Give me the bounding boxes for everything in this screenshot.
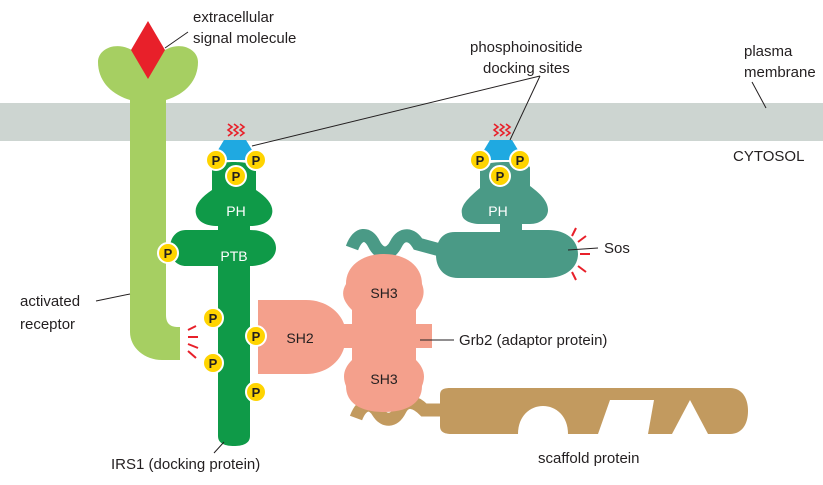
irs1-protein [170,162,276,446]
phospho-label-line1: phosphoinositide [470,39,583,56]
phospho-label-line2: docking sites [483,60,570,77]
phosphate-group: P [205,149,227,171]
svg-text:P: P [252,385,261,400]
cytosol-label: CYTOSOL [733,148,804,165]
svg-text:P: P [209,311,218,326]
docking-site-right [484,123,518,160]
phosphoinositide-right [484,140,518,160]
grb2-label: Grb2 (adaptor protein) [459,332,607,349]
signal-label-line1: extracellular [193,9,274,26]
sos-leader [567,247,599,251]
phosphate-group: P [225,165,247,187]
svg-text:P: P [232,169,241,184]
membrane-label-line1: plasma [744,43,793,60]
ph-right-label: PH [488,203,507,219]
signal-label-line2: signal molecule [193,30,296,47]
sh2-label: SH2 [286,330,313,346]
phosphate-group: P [469,149,491,171]
sh3-bottom-label: SH3 [370,371,397,387]
sos-protein [436,162,578,278]
grb2-protein [258,254,432,412]
phosphate-group: P [245,325,267,347]
svg-text:P: P [164,246,173,261]
svg-text:P: P [212,153,221,168]
scaffold-notch-round [518,406,568,434]
svg-text:P: P [516,153,525,168]
phosphate-group: P [489,165,511,187]
signal-leader [164,31,189,49]
svg-text:P: P [252,153,261,168]
lipid-chains-right [492,123,512,137]
receptor-label-line1: activated [20,293,80,310]
phosphate-group: P [202,307,224,329]
receptor-leader [95,293,131,302]
sh3-top-label: SH3 [370,285,397,301]
phosphate-group: P [509,149,531,171]
scaffold-notch-trapezoid [598,400,654,434]
svg-text:P: P [496,169,505,184]
receptor-tick-marks [187,325,199,359]
phosphate-group: P [245,149,267,171]
svg-text:P: P [252,329,261,344]
sos-label: Sos [604,240,630,257]
phosphoinositide-left [218,140,252,160]
receptor-label-line2: receptor [20,316,75,333]
membrane-leader [751,81,767,109]
scaffold-protein [440,388,748,434]
scaffold-label: scaffold protein [538,450,639,467]
sos-tick-marks [571,227,590,281]
plasma-membrane [0,103,823,141]
svg-text:P: P [209,356,218,371]
scaffold-notch-triangle [672,400,708,434]
docking-site-left [218,123,252,160]
ptb-label: PTB [220,248,247,264]
irs1-label: IRS1 (docking protein) [111,456,260,473]
ph-left-label: PH [226,203,245,219]
svg-text:P: P [476,153,485,168]
irs1-leader [213,441,225,454]
phospho-leader-left [251,75,541,147]
membrane-label-line2: membrane [744,64,816,81]
sos-tail [345,229,442,260]
phospho-leader-right [509,75,541,141]
phosphate-group: P [202,352,224,374]
activated-receptor [98,46,198,361]
phosphate-group: P [157,242,179,264]
phosphate-group: P [245,381,267,403]
lipid-chains-left [226,123,246,137]
signal-molecule [131,21,165,79]
